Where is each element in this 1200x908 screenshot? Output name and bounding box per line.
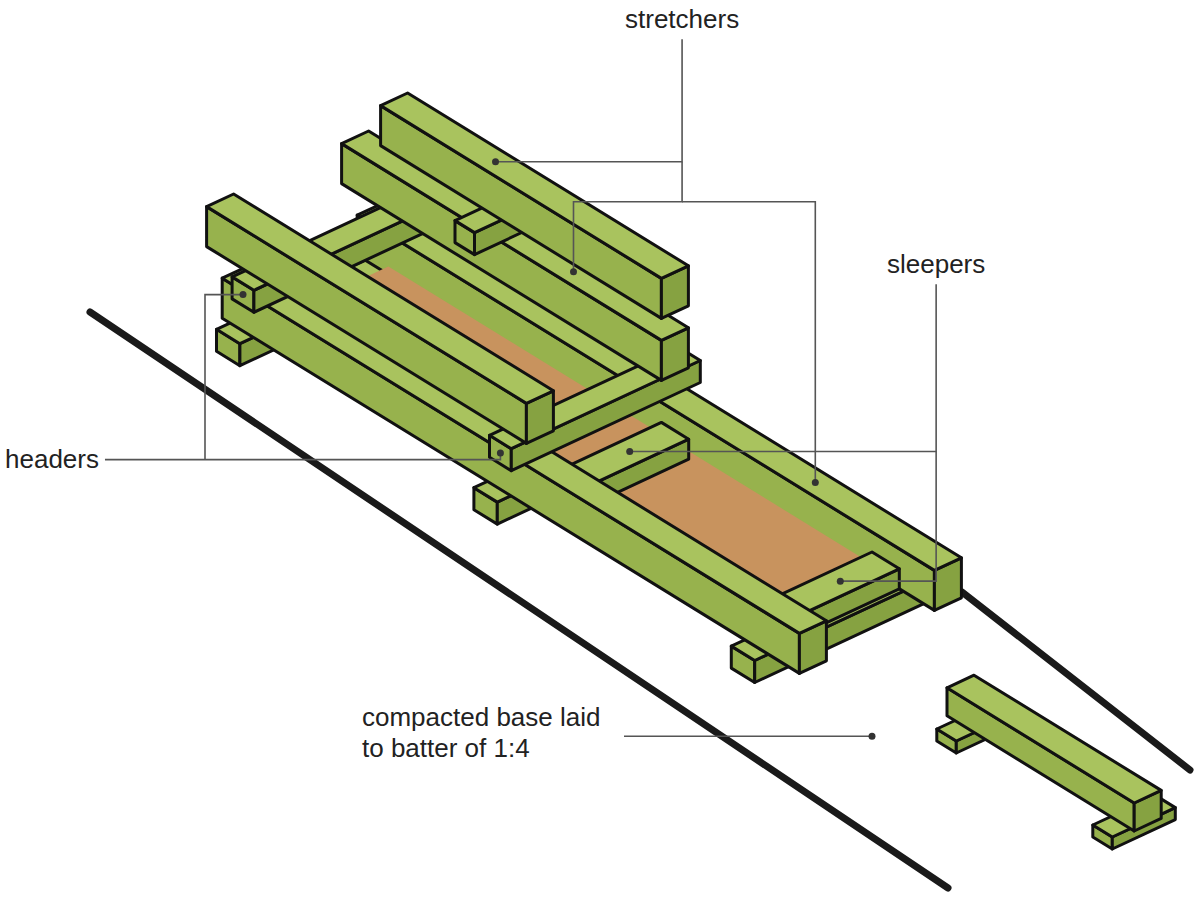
leader-line — [496, 39, 683, 162]
leader-dot — [240, 291, 247, 298]
stretcher-timber — [381, 93, 689, 318]
leader-line — [840, 452, 936, 582]
leader-dot — [497, 450, 504, 457]
leader-line — [682, 202, 815, 483]
part-label: compacted base laid to batter of 1:4 — [362, 702, 614, 764]
leader-dot — [869, 733, 876, 740]
leader-dot — [570, 268, 577, 275]
timber-face — [381, 93, 689, 278]
leader-dot — [626, 448, 633, 455]
leader-dot — [492, 158, 499, 165]
stretcher-timber — [947, 675, 1161, 831]
leader-dot — [812, 479, 819, 486]
leader-line — [624, 736, 872, 738]
leader-line — [574, 162, 683, 272]
part-label: headers — [5, 444, 99, 475]
timber-face — [947, 675, 1161, 803]
part-label: sleepers — [887, 249, 985, 280]
leader-line — [205, 453, 500, 460]
leader-dot — [837, 578, 844, 585]
timber-face — [222, 266, 826, 634]
leader-line — [205, 295, 243, 460]
timber-face — [381, 106, 662, 319]
part-label: stretchers — [625, 4, 739, 35]
leader-line — [630, 284, 936, 451]
stretcher-timber — [207, 194, 554, 443]
leader-line — [105, 459, 205, 461]
timber-face — [222, 278, 799, 673]
timber-group — [207, 93, 1176, 849]
timber-face — [207, 194, 554, 403]
stretcher-timber — [222, 266, 826, 674]
